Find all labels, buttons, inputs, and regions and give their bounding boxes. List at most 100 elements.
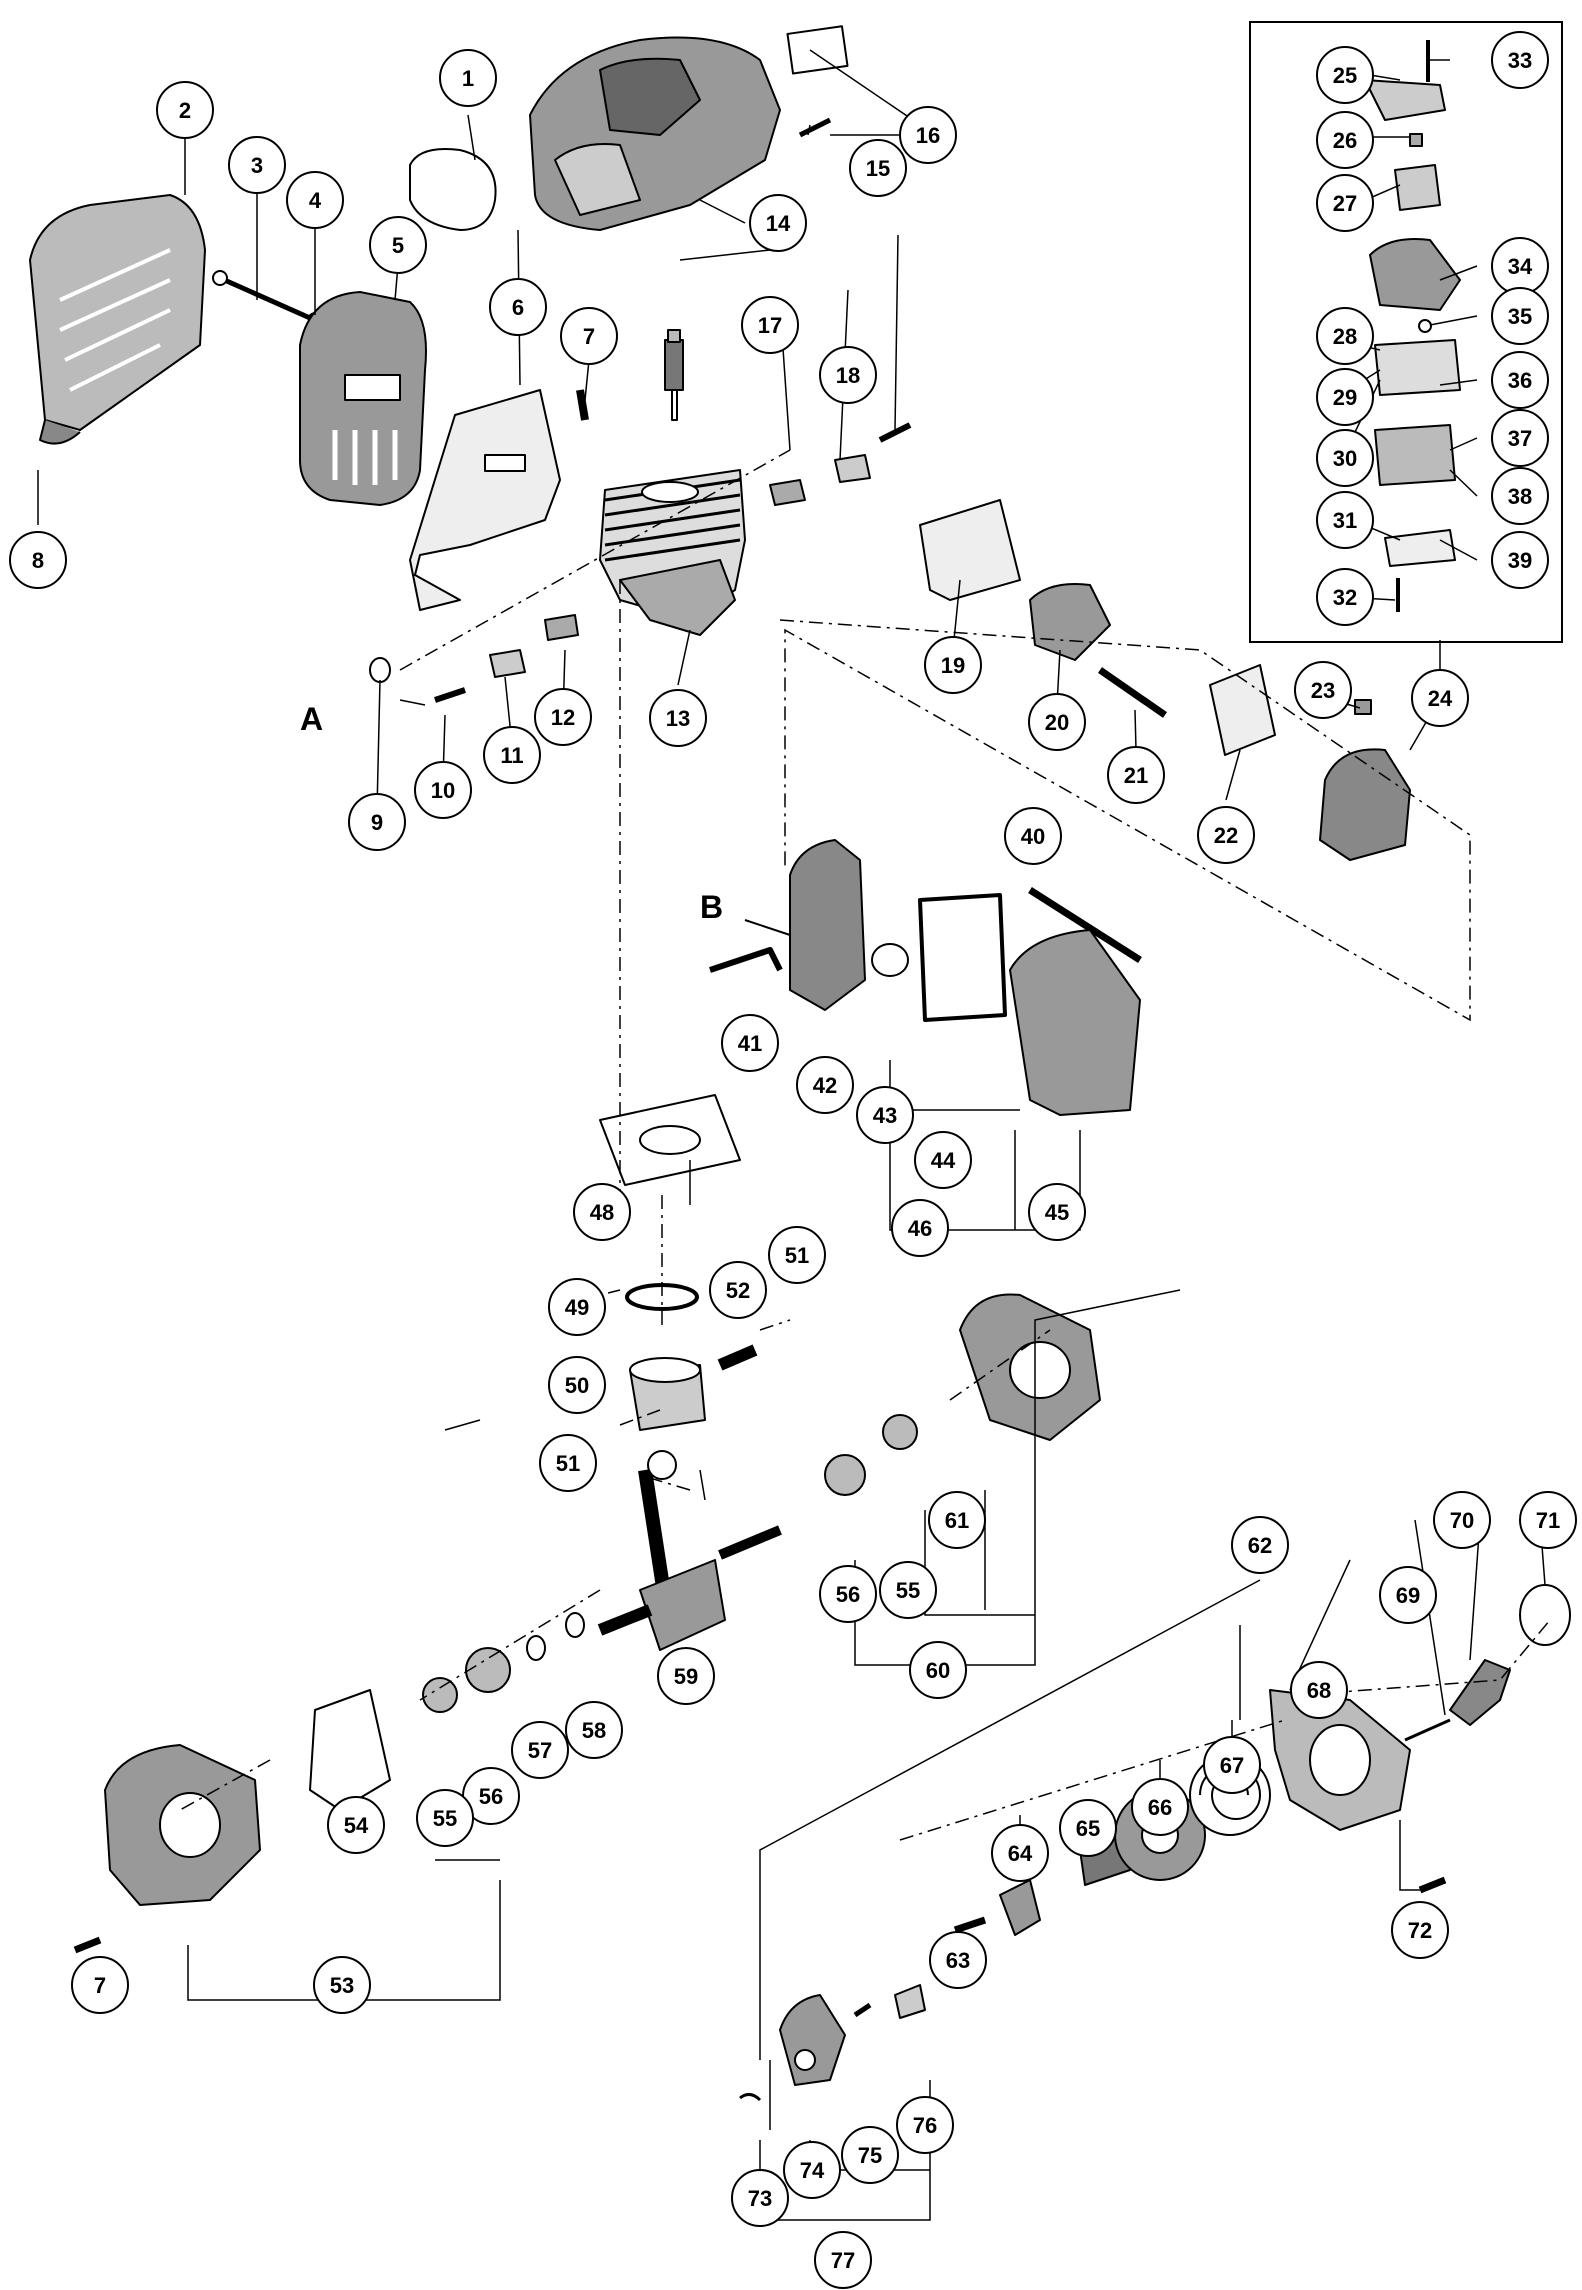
- callout-number: 28: [1333, 324, 1357, 349]
- callout-36: 36: [1491, 351, 1549, 409]
- callout-number: 7: [583, 324, 595, 349]
- callout-number: 15: [866, 156, 890, 181]
- callout-38: 38: [1491, 467, 1549, 525]
- callout-number: 41: [738, 1031, 762, 1056]
- pump-37-38-shape: [1374, 424, 1456, 486]
- callout-circle: [896, 2096, 954, 2154]
- callout-circle: [657, 1647, 715, 1705]
- callout-circle: [1316, 429, 1374, 487]
- view-label-a: A: [300, 701, 323, 737]
- callout-53: 53: [313, 1956, 371, 2014]
- callout-67: 67: [1203, 1736, 1261, 1794]
- callout-number: 39: [1508, 548, 1532, 573]
- callout-number: 68: [1307, 1678, 1331, 1703]
- callout-circle: [534, 688, 592, 746]
- callout-17: 17: [741, 296, 799, 354]
- callout-number: 43: [873, 1103, 897, 1128]
- callout-number: 33: [1508, 48, 1532, 73]
- callout-54: 54: [327, 1796, 385, 1854]
- seal-55-right-shape: [882, 1414, 918, 1450]
- callout-73: 73: [731, 2169, 789, 2227]
- callout-number: 37: [1508, 426, 1532, 451]
- callout-number: 55: [896, 1578, 920, 1603]
- callout-number: 24: [1428, 686, 1453, 711]
- callout-65: 65: [1059, 1799, 1117, 1857]
- callout-23: 23: [1294, 661, 1352, 719]
- callout-39: 39: [1491, 531, 1549, 589]
- callout-circle: [1316, 307, 1374, 365]
- callout-circle: [899, 106, 957, 164]
- gasket-22-shape: [1209, 664, 1276, 756]
- callout-number: 1: [462, 66, 474, 91]
- callout-number: 48: [590, 1200, 614, 1225]
- callout-circle: [1316, 368, 1374, 426]
- callout-number: 29: [1333, 385, 1357, 410]
- crankshaft-59-shape: [597, 1450, 782, 1651]
- callout-circle: [879, 1561, 937, 1619]
- callout-circle: [9, 531, 67, 589]
- callout-number: 14: [766, 211, 791, 236]
- callout-circle: [1231, 1516, 1289, 1574]
- callout-31: 31: [1316, 491, 1374, 549]
- callout-circle: [1491, 531, 1549, 589]
- bolt-7-bottom-shape: [73, 1936, 102, 1954]
- callout-61: 61: [928, 1491, 986, 1549]
- callout-circle: [228, 136, 286, 194]
- callout-75: 75: [841, 2126, 899, 2184]
- callout-number: 34: [1508, 254, 1533, 279]
- callout-circle: [749, 194, 807, 252]
- callout-number: 27: [1333, 191, 1357, 216]
- callout-number: 57: [528, 1738, 552, 1763]
- view-label-b: B: [700, 889, 723, 925]
- callout-circle: [1391, 1901, 1449, 1959]
- callout-circle: [819, 346, 877, 404]
- callout-number: 18: [836, 363, 860, 388]
- callout-8: 8: [9, 531, 67, 589]
- callout-35: 35: [1491, 287, 1549, 345]
- callout-62: 62: [1231, 1516, 1289, 1574]
- callout-number: 50: [565, 1373, 589, 1398]
- callout-25: 25: [1316, 46, 1374, 104]
- clip-73-shape: [739, 2093, 762, 2102]
- callout-circle: [1028, 693, 1086, 751]
- callout-32: 32: [1316, 568, 1374, 626]
- callout-number: 72: [1408, 1918, 1432, 1943]
- callout-circle: [1131, 1778, 1189, 1836]
- callout-circle: [721, 1014, 779, 1072]
- callout-circle: [414, 761, 472, 819]
- callout-number: 23: [1311, 678, 1335, 703]
- callout-6: 6: [489, 278, 547, 336]
- callout-number: 19: [941, 653, 965, 678]
- callout-circle: [548, 1278, 606, 1336]
- callout-number: 65: [1076, 1816, 1100, 1841]
- callout-46: 46: [891, 1199, 949, 1257]
- clip-18-shape: [834, 454, 871, 483]
- callout-circle: [814, 2231, 872, 2289]
- callout-number: 63: [946, 1948, 970, 1973]
- callout-7: 7: [71, 1956, 129, 2014]
- callout-28: 28: [1316, 307, 1374, 365]
- callout-number: 66: [1148, 1795, 1172, 1820]
- callout-5: 5: [369, 216, 427, 274]
- callout-circle: [841, 2126, 899, 2184]
- callout-12: 12: [534, 688, 592, 746]
- pawl-76-shape: [894, 1984, 926, 2019]
- callout-22: 22: [1197, 806, 1255, 864]
- callout-circle: [1491, 351, 1549, 409]
- callout-77: 77: [814, 2231, 872, 2289]
- callout-circle: [914, 1131, 972, 1189]
- callout-circle: [511, 1721, 569, 1779]
- callout-37: 37: [1491, 409, 1549, 467]
- callout-59: 59: [657, 1647, 715, 1705]
- callout-40: 40: [1004, 807, 1062, 865]
- callout-number: 55: [433, 1806, 457, 1831]
- bolt-40-shape: [1028, 887, 1142, 963]
- callout-circle: [1316, 568, 1374, 626]
- callout-number: 45: [1045, 1200, 1069, 1225]
- callout-circle: [1491, 31, 1549, 89]
- callout-number: 20: [1045, 710, 1069, 735]
- callout-7: 7: [560, 307, 618, 365]
- diaphragm-31-shape: [1384, 529, 1456, 567]
- bearing-56-left-shape: [465, 1647, 511, 1693]
